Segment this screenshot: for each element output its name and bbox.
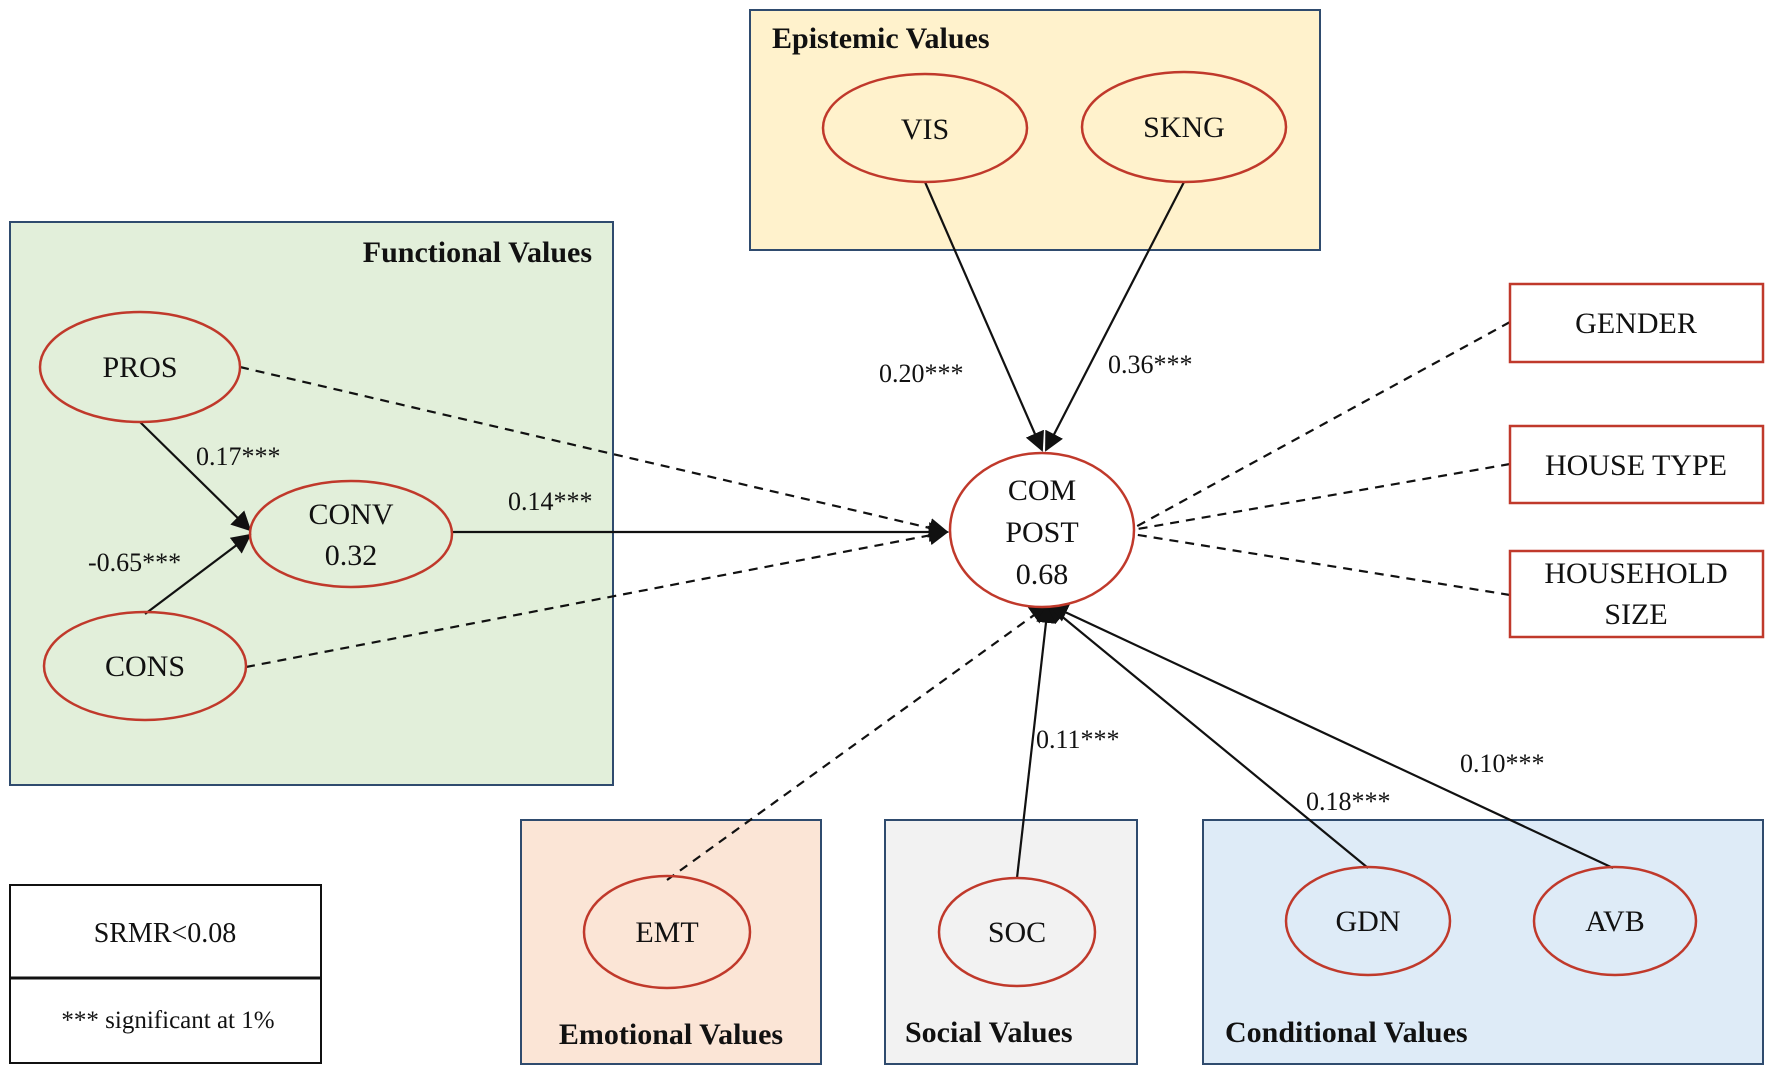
node-cons: CONS xyxy=(42,610,248,722)
node-pros-label: PROS xyxy=(102,351,177,384)
control-house-type: HOUSE TYPE xyxy=(1508,424,1765,505)
group-emotional-title: Emotional Values xyxy=(559,1018,783,1051)
legend: SRMR<0.08 *** significant at 1% xyxy=(9,884,322,1064)
coef-avb-compost: 0.10*** xyxy=(1460,749,1545,778)
edge-cons-compost xyxy=(245,525,949,669)
edge-pros-compost xyxy=(239,365,949,538)
node-emt-label: EMT xyxy=(635,916,698,949)
node-conv: CONV 0.32 xyxy=(248,479,454,589)
node-skng-label: SKNG xyxy=(1143,111,1225,144)
edges xyxy=(139,181,1614,881)
control-household-size-label-line2: SIZE xyxy=(1604,598,1667,631)
group-functional-title: Functional Values xyxy=(363,236,592,269)
node-compost-label-line1: COM xyxy=(1008,474,1076,507)
node-vis-label: VIS xyxy=(901,113,949,146)
node-soc-shape xyxy=(937,876,1097,988)
control-gender-label: GENDER xyxy=(1575,307,1697,340)
coef-cons-conv: -0.65*** xyxy=(88,548,181,577)
legend-fit-index: SRMR<0.08 xyxy=(94,918,237,949)
node-gdn-shape xyxy=(1284,865,1452,977)
control-household-size-label-line1: HOUSEHOLD xyxy=(1544,557,1727,590)
node-vis: VIS xyxy=(821,72,1029,184)
group-emotional-box xyxy=(520,819,822,1065)
node-skng-shape xyxy=(1080,70,1288,184)
node-avb: AVB xyxy=(1532,865,1698,977)
control-household-size: HOUSEHOLD SIZE xyxy=(1508,549,1765,639)
group-social-title: Social Values xyxy=(905,1016,1073,1049)
group-conditional-box xyxy=(1202,819,1764,1065)
group-functional-box xyxy=(9,221,614,786)
control-household-size-box xyxy=(1508,549,1765,639)
group-emotional: Emotional Values xyxy=(520,819,822,1065)
coef-vis-compost: 0.20*** xyxy=(879,359,964,388)
node-cons-label: CONS xyxy=(105,650,185,683)
edge-vis-compost xyxy=(923,181,1044,452)
edge-soc-compost xyxy=(1015,603,1056,879)
node-conv-r2: 0.32 xyxy=(325,539,378,572)
node-gdn-label: GDN xyxy=(1336,905,1401,938)
group-conditional: Conditional Values xyxy=(1202,819,1764,1065)
edge-avb-compost xyxy=(1048,603,1614,869)
edge-pros-conv xyxy=(139,421,252,532)
node-conv-label: CONV xyxy=(308,498,393,531)
coef-conv-compost: 0.14*** xyxy=(508,487,593,516)
control-house-type-box xyxy=(1508,424,1765,505)
edge-skng-compost xyxy=(1045,181,1185,452)
control-house-type-label: HOUSE TYPE xyxy=(1545,449,1727,482)
group-epistemic: Epistemic Values xyxy=(749,9,1321,251)
node-cons-shape xyxy=(42,610,248,722)
node-avb-label: AVB xyxy=(1585,905,1644,938)
coefficients: 0.20*** 0.36*** 0.17*** -0.65*** 0.14***… xyxy=(88,350,1545,816)
edge-housetype-compost xyxy=(1131,462,1511,532)
node-compost-shape xyxy=(948,451,1136,609)
edge-gdn-compost xyxy=(1046,603,1369,869)
legend-box xyxy=(9,884,322,1064)
group-conditional-title: Conditional Values xyxy=(1225,1016,1468,1049)
node-skng: SKNG xyxy=(1080,70,1288,184)
control-gender-box xyxy=(1508,282,1765,364)
node-emt: EMT xyxy=(582,874,752,990)
node-compost: COM POST 0.68 xyxy=(948,451,1136,609)
coef-soc-compost: 0.11*** xyxy=(1036,725,1120,754)
node-emt-shape xyxy=(582,874,752,990)
node-vis-shape xyxy=(821,72,1029,184)
node-soc: SOC xyxy=(937,876,1097,988)
node-avb-shape xyxy=(1532,865,1698,977)
node-soc-label: SOC xyxy=(988,916,1046,949)
node-gdn: GDN xyxy=(1284,865,1452,977)
group-epistemic-box xyxy=(749,9,1321,251)
node-conv-shape xyxy=(248,479,454,589)
node-pros-shape xyxy=(38,310,242,424)
group-functional: Functional Values xyxy=(9,221,614,786)
coef-pros-conv: 0.17*** xyxy=(196,442,281,471)
node-compost-label-line2: POST xyxy=(1005,516,1078,549)
coef-gdn-compost: 0.18*** xyxy=(1306,787,1391,816)
control-gender: GENDER xyxy=(1508,282,1765,364)
node-pros: PROS xyxy=(38,310,242,424)
edge-householdsize-compost xyxy=(1131,532,1511,597)
node-compost-r2: 0.68 xyxy=(1016,558,1069,591)
group-epistemic-title: Epistemic Values xyxy=(772,22,990,55)
coef-skng-compost: 0.36*** xyxy=(1108,350,1193,379)
edge-cons-conv xyxy=(144,533,252,615)
edge-emt-compost xyxy=(666,603,1050,881)
legend-significance-note: *** significant at 1% xyxy=(61,1007,274,1034)
edge-gender-compost xyxy=(1129,321,1511,531)
